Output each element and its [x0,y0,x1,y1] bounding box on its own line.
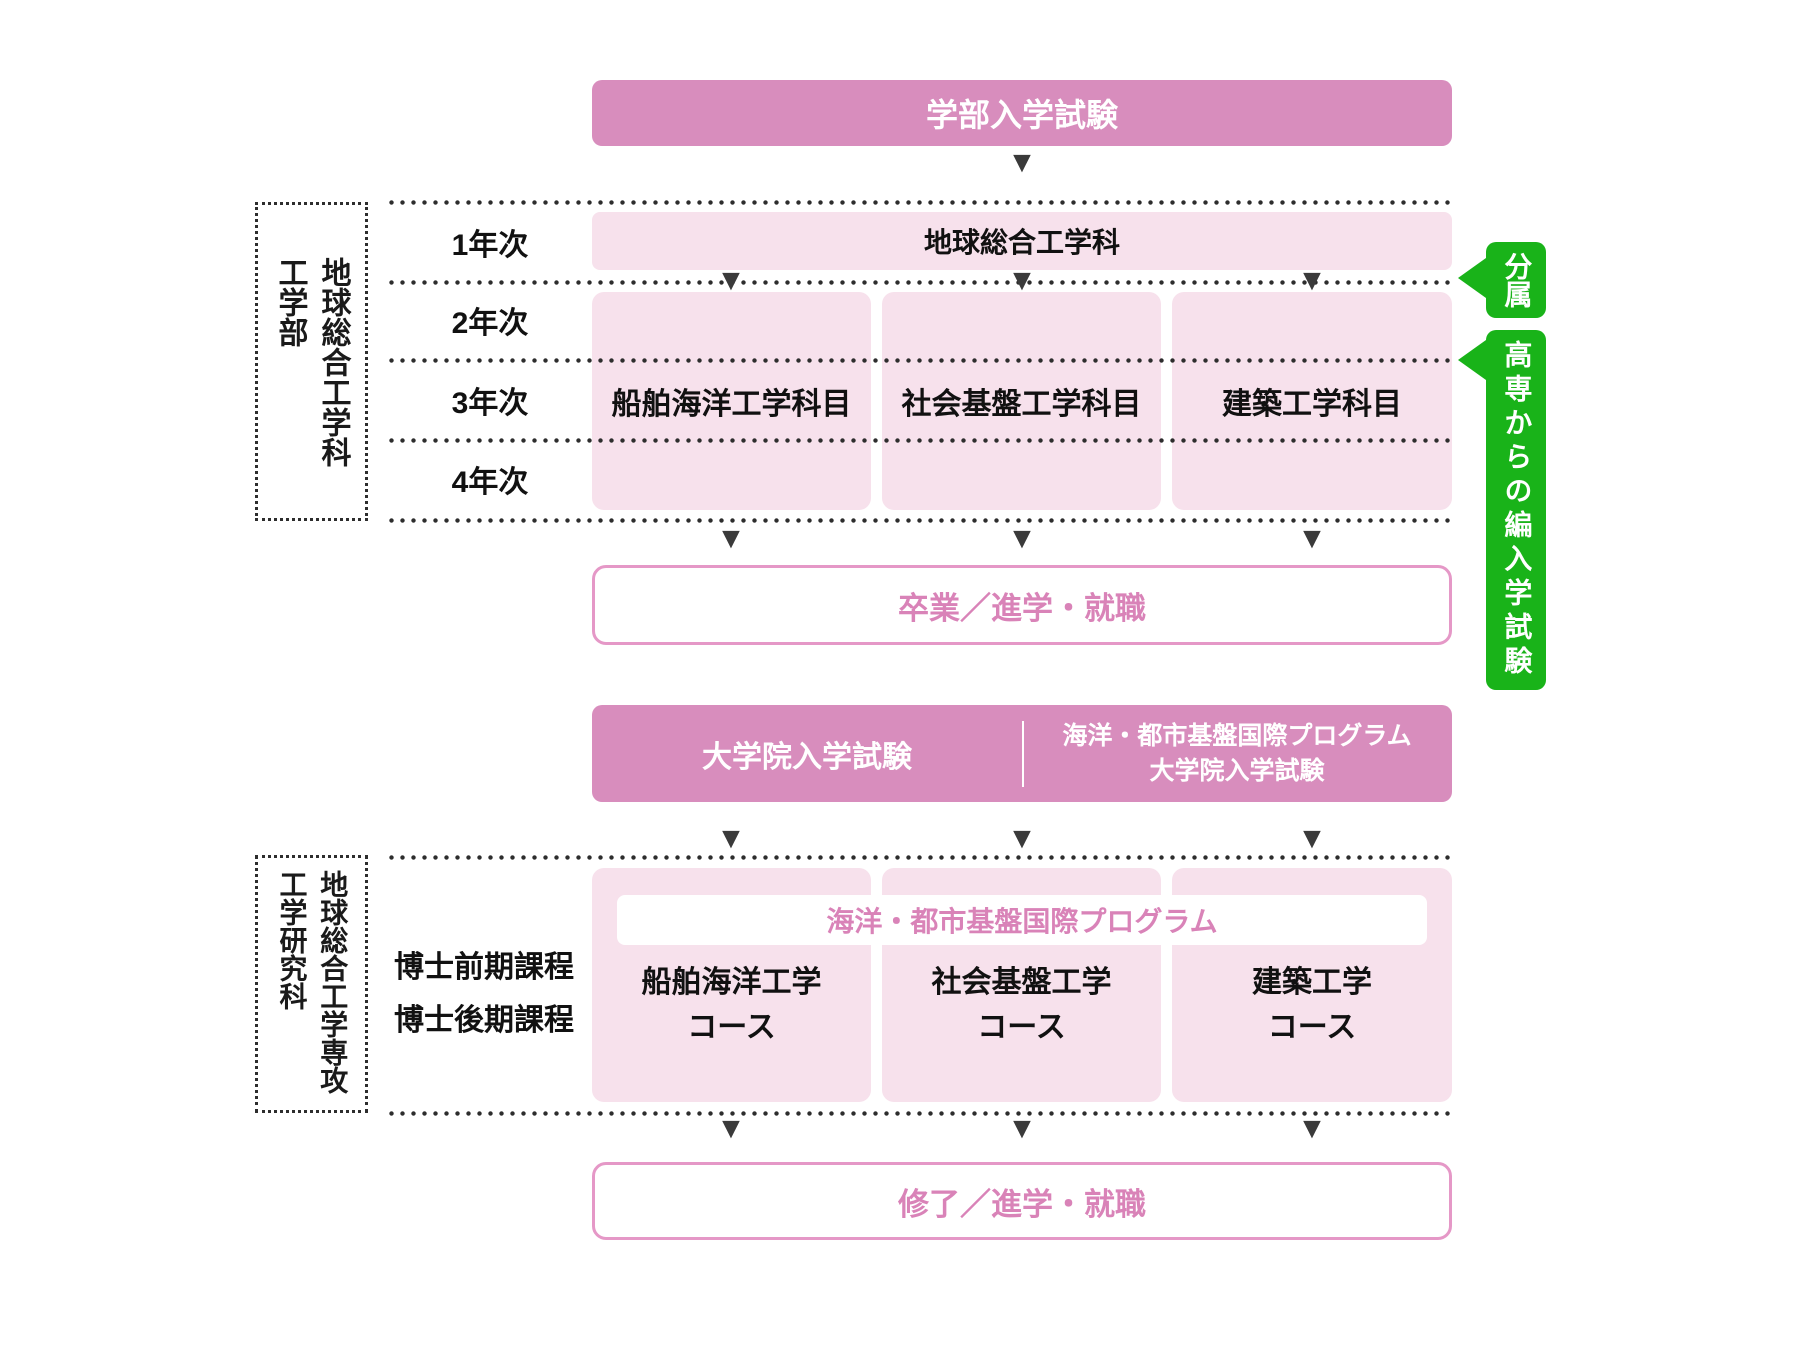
year-label-2: 2年次 [451,307,529,340]
grad-org-label-box: 工学研究科 地球総合工学専攻 [255,855,368,1113]
grad-dotted-line-bottom [386,1111,1452,1116]
callout-transfer-exam: 高専からの編入学試験 [1486,330,1546,690]
subject-box-civil: 社会基盤工学科目 [882,292,1161,510]
undergrad-outcome-box: 卒業／進学・就職 [592,565,1452,645]
grad-school-vertical-label: 工学研究科 [276,870,308,1010]
callout-assignment-tail [1458,258,1486,298]
down-arrow-icon: ▼ [716,822,746,855]
grad-dotted-line-top [386,855,1452,860]
intl-program-exam-cell: 海洋・都市基盤国際プログラム 大学院入学試験 [1022,705,1452,802]
undergrad-org-label-box: 工学部 地球総合工学科 [255,202,368,521]
down-arrow-icon: ▼ [1007,822,1037,855]
down-arrow-icon: ▼ [1297,822,1327,855]
department-vertical-label: 地球総合工学科 [316,257,350,467]
course-box-architecture-label: 建築工学 コース [1252,966,1372,1044]
year-label-1: 1年次 [451,229,529,262]
down-arrow-icon: ▼ [1007,264,1037,297]
course-box-civil-label: 社会基盤工学 コース [931,966,1112,1044]
intl-program-exam-line1: 海洋・都市基盤国際プログラム [1062,721,1412,750]
callout-transfer-label: 高専からの編入学試験 [1501,340,1533,680]
grade-dotted-line-4 [386,438,1452,443]
degree-programs-label: 博士前期課程 博士後期課程 [394,942,574,1047]
down-arrow-icon: ▼ [716,522,746,555]
subject-box-naval: 船舶海洋工学科目 [592,292,871,510]
grade-dotted-line-1 [386,200,1452,205]
down-arrow-icon: ▼ [1297,264,1327,297]
intl-program-exam-line2: 大学院入学試験 [1149,756,1325,785]
undergrad-entrance-exam-banner: 学部入学試験 [592,80,1452,146]
year-label-4: 4年次 [451,466,529,499]
degree-program-line2: 博士後期課程 [394,1003,574,1037]
callout-transfer-tail [1458,340,1486,380]
banner-divider [1022,721,1024,787]
down-arrow-icon: ▼ [1007,146,1037,179]
down-arrow-icon: ▼ [1007,1112,1037,1145]
down-arrow-icon: ▼ [1297,522,1327,555]
callout-assignment-label: 分属 [1501,252,1533,308]
down-arrow-icon: ▼ [716,264,746,297]
down-arrow-icon: ▼ [716,1112,746,1145]
department-box: 地球総合工学科 [592,212,1452,270]
down-arrow-icon: ▼ [1297,1112,1327,1145]
faculty-vertical-label: 工学部 [273,257,307,347]
intl-program-bar: 海洋・都市基盤国際プログラム [617,895,1427,945]
grad-exam-cell: 大学院入学試験 [702,740,912,774]
year-label-3: 3年次 [451,387,529,420]
down-arrow-icon: ▼ [1007,522,1037,555]
degree-program-line1: 博士前期課程 [394,951,574,984]
course-box-naval-label: 船舶海洋工学 コース [641,966,822,1044]
grad-outcome-box: 修了／進学・就職 [592,1162,1452,1240]
grad-major-vertical-label: 地球総合工学専攻 [317,870,349,1094]
grade-dotted-line-3 [386,358,1452,363]
grade-dotted-line-5 [386,518,1452,523]
grade-dotted-line-2 [386,280,1452,285]
callout-assignment: 分属 [1486,242,1546,318]
subject-box-architecture: 建築工学科目 [1172,292,1452,510]
grad-entrance-exam-banner: 大学院入学試験 海洋・都市基盤国際プログラム 大学院入学試験 [592,705,1452,802]
